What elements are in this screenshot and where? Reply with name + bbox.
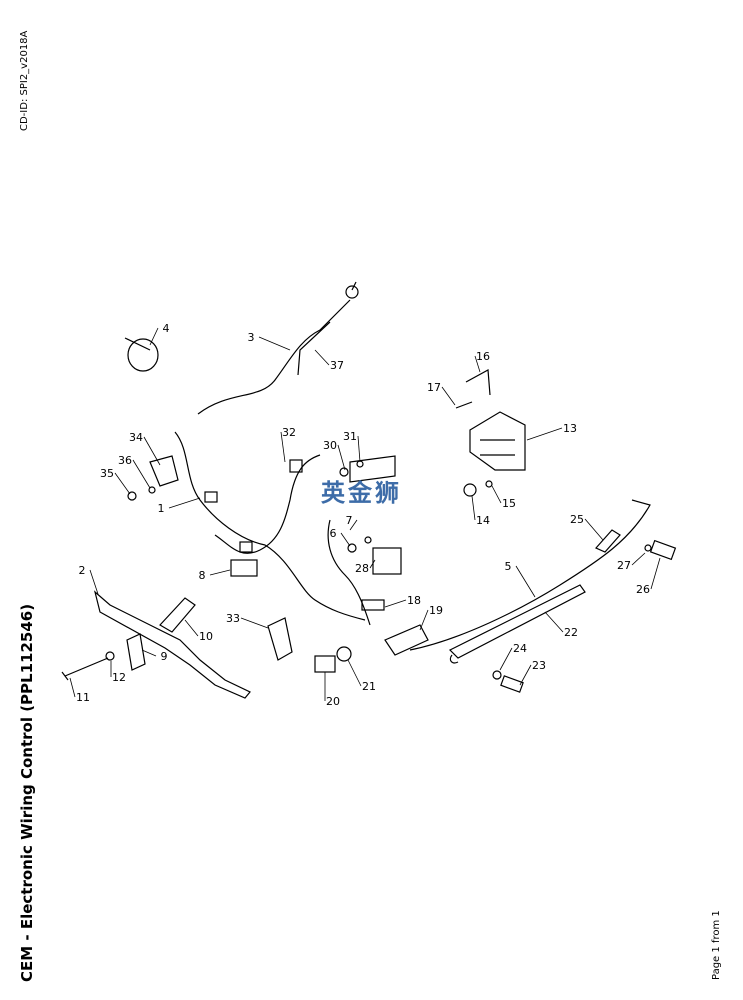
- callout-3: 3: [248, 331, 255, 344]
- callout-19: 19: [429, 604, 443, 617]
- callout-1: 1: [158, 502, 165, 515]
- callout-22: 22: [564, 626, 578, 639]
- callout-9: 9: [161, 650, 168, 663]
- leader-line-11: [69, 677, 76, 698]
- callout-17: 17: [427, 381, 441, 394]
- callout-13: 13: [563, 422, 577, 435]
- leader-line-10: [184, 619, 199, 637]
- leader-line-25: [584, 518, 604, 541]
- callout-36: 36: [118, 454, 132, 467]
- callout-5: 5: [505, 560, 512, 573]
- callout-33: 33: [226, 612, 240, 625]
- leader-line-37: [314, 349, 330, 366]
- leader-line-35: [114, 472, 131, 495]
- callout-11: 11: [76, 691, 90, 704]
- leader-line-9: [141, 649, 157, 657]
- leader-line-1: [168, 497, 201, 509]
- callout-24: 24: [513, 642, 527, 655]
- callout-26: 26: [636, 583, 650, 596]
- callout-23: 23: [532, 659, 546, 672]
- leader-line-2: [89, 569, 99, 595]
- leader-line-28: [369, 559, 376, 569]
- parts-drawing: [61, 281, 677, 699]
- leader-line-13: [526, 427, 563, 441]
- leader-line-32: [280, 431, 286, 463]
- callout-8: 8: [199, 569, 206, 582]
- callout-30: 30: [323, 439, 337, 452]
- callout-10: 10: [199, 630, 213, 643]
- leader-line-4: [149, 327, 159, 346]
- leader-line-31: [357, 435, 361, 463]
- callout-4: 4: [163, 322, 170, 335]
- callout-32: 32: [282, 426, 296, 439]
- callout-7: 7: [346, 514, 353, 527]
- leader-line-21: [347, 659, 362, 687]
- callout-28: 28: [355, 562, 369, 575]
- leader-line-5: [515, 565, 536, 598]
- callout-6: 6: [330, 527, 337, 540]
- leader-line-7: [349, 519, 358, 531]
- leader-line-23: [519, 664, 532, 686]
- callout-34: 34: [129, 431, 143, 444]
- leader-lines: [69, 327, 661, 701]
- leader-line-19: [419, 609, 429, 631]
- callout-20: 20: [326, 695, 340, 708]
- callout-37: 37: [330, 359, 344, 372]
- leader-line-17: [441, 386, 456, 406]
- callout-15: 15: [502, 497, 516, 510]
- leader-line-33: [240, 617, 269, 629]
- callout-18: 18: [407, 594, 421, 607]
- leader-line-16: [474, 355, 481, 373]
- leader-line-26: [650, 557, 661, 590]
- leader-line-34: [143, 436, 161, 466]
- callout-2: 2: [79, 564, 86, 577]
- callout-16: 16: [476, 350, 490, 363]
- leader-line-6: [340, 532, 351, 547]
- leader-line-36: [132, 459, 151, 489]
- leader-line-8: [209, 569, 231, 576]
- leader-line-27: [631, 552, 646, 566]
- callout-25: 25: [570, 513, 584, 526]
- leader-line-14: [471, 495, 476, 521]
- leader-line-15: [491, 485, 502, 504]
- watermark: 英金狮: [321, 479, 402, 507]
- leader-line-3: [258, 336, 291, 351]
- callout-14: 14: [476, 514, 490, 527]
- callout-31: 31: [343, 430, 357, 443]
- callout-21: 21: [362, 680, 376, 693]
- leader-line-30: [337, 444, 346, 471]
- leader-line-24: [499, 647, 513, 671]
- callout-35: 35: [100, 467, 114, 480]
- callout-12: 12: [112, 671, 126, 684]
- leader-line-22: [544, 611, 564, 633]
- callout-27: 27: [617, 559, 631, 572]
- leader-line-18: [384, 599, 407, 608]
